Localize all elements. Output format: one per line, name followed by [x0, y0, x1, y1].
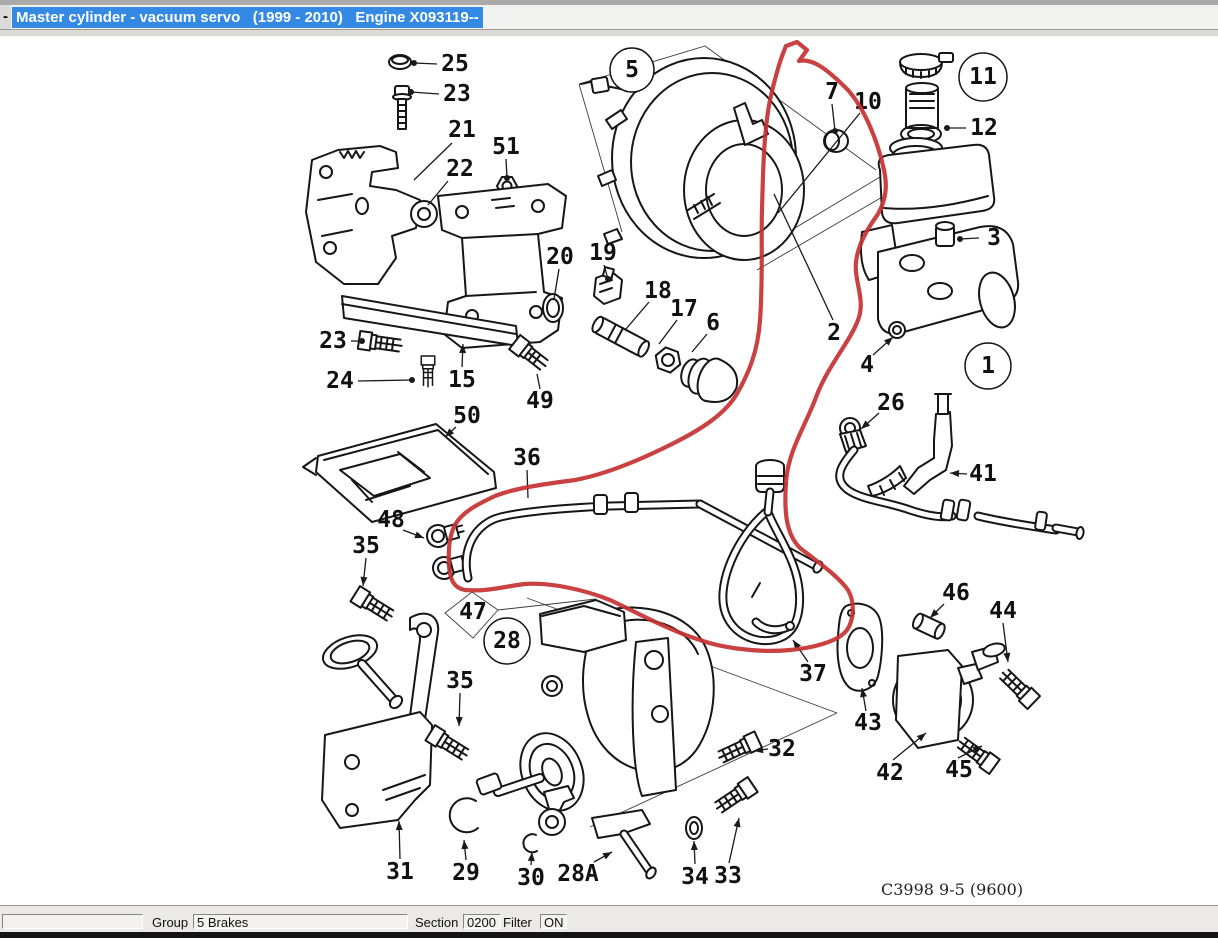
svg-text:43: 43	[854, 710, 882, 736]
bottom-black-bar	[0, 932, 1218, 938]
svg-text:28: 28	[493, 628, 521, 654]
svg-text:28A: 28A	[557, 861, 599, 887]
filter-value-field[interactable]: ON	[540, 914, 567, 930]
svg-text:51: 51	[492, 134, 520, 160]
svg-text:50: 50	[453, 403, 481, 429]
svg-text:26: 26	[877, 390, 905, 416]
svg-text:25: 25	[441, 51, 469, 77]
status-bar: Group 5 Brakes Section 0200 Filter ON	[0, 913, 1218, 932]
bolt-23b-shape	[356, 329, 403, 353]
svg-text:4: 4	[860, 352, 874, 378]
svg-text:24: 24	[326, 368, 354, 394]
section-label: Section	[415, 915, 459, 930]
part-bracket-41	[867, 393, 953, 497]
bolt-33-shape	[714, 776, 759, 814]
bolt-35a-shape	[349, 585, 395, 622]
part-hardware-bag	[302, 423, 497, 523]
svg-text:42: 42	[876, 760, 904, 786]
part-reservoir-and-master-cylinder	[823, 52, 1020, 339]
svg-text:21: 21	[448, 117, 476, 143]
svg-text:36: 36	[513, 445, 541, 471]
svg-text:49: 49	[526, 388, 554, 414]
svg-text:11: 11	[969, 64, 997, 90]
group-label: Group	[152, 915, 189, 930]
svg-text:6: 6	[706, 310, 720, 336]
svg-text:41: 41	[969, 461, 997, 487]
svg-text:23: 23	[443, 81, 471, 107]
svg-text:33: 33	[714, 863, 742, 889]
svg-text:20: 20	[546, 244, 574, 270]
svg-text:34: 34	[681, 864, 709, 890]
svg-text:15: 15	[448, 367, 476, 393]
svg-text:32: 32	[768, 736, 796, 762]
svg-text:2: 2	[827, 320, 841, 346]
svg-text:48: 48	[377, 507, 405, 533]
part-vacuum-pump-42	[892, 612, 1042, 775]
svg-text:44: 44	[989, 598, 1017, 624]
part-gasket-43	[836, 602, 884, 692]
stud-24-shape	[420, 355, 436, 388]
part-bracket-cluster	[305, 54, 739, 404]
svg-text:37: 37	[799, 661, 827, 687]
figure-ref-code: C3998 9-5 (9600)	[881, 880, 1023, 899]
part-brake-pipe-26	[835, 417, 1085, 540]
boot-6-shape	[680, 357, 739, 404]
filter-label: Filter	[503, 915, 532, 930]
part-hose-clamps	[426, 523, 471, 580]
bolt-44-shape	[999, 668, 1042, 711]
part-bracket-31	[321, 585, 764, 854]
svg-text:22: 22	[446, 156, 474, 182]
svg-text:5: 5	[625, 57, 639, 83]
tube-18-shape	[591, 315, 650, 358]
svg-text:46: 46	[942, 580, 970, 606]
title-divider	[0, 30, 1218, 37]
bolt-35b-shape	[424, 724, 470, 761]
svg-text:45: 45	[945, 757, 973, 783]
svg-text:35: 35	[352, 533, 380, 559]
section-value-field[interactable]: 0200	[463, 914, 501, 930]
svg-text:30: 30	[517, 865, 545, 891]
bolt-49-shape	[508, 333, 549, 371]
status-left-field[interactable]	[2, 914, 143, 929]
title-highlight[interactable]: Master cylinder - vacuum servo (1999 - 2…	[12, 6, 483, 28]
bolt-45-shape	[956, 736, 1001, 775]
svg-text:23: 23	[319, 328, 347, 354]
bolt-32-shape	[717, 730, 764, 764]
svg-text:18: 18	[644, 278, 672, 304]
window-top-strip	[0, 0, 1218, 5]
svg-text:19: 19	[589, 240, 617, 266]
svg-text:35: 35	[446, 668, 474, 694]
title-row[interactable]: - Master cylinder - vacuum servo (1999 -…	[0, 5, 1218, 30]
svg-text:1: 1	[981, 353, 995, 379]
svg-text:29: 29	[452, 860, 480, 886]
part-vacuum-hose	[461, 459, 824, 646]
part-pump-28	[475, 599, 715, 880]
svg-text:12: 12	[970, 115, 998, 141]
part-brake-booster	[580, 57, 805, 261]
red-annotation-loop	[446, 39, 888, 653]
group-value-field[interactable]: 5 Brakes	[193, 914, 408, 930]
svg-text:17: 17	[670, 296, 698, 322]
statusbar-divider	[0, 905, 1218, 914]
svg-text:7: 7	[825, 79, 839, 105]
svg-text:47: 47	[459, 599, 487, 625]
svg-text:3: 3	[987, 225, 1001, 251]
nut-17-shape	[654, 346, 682, 374]
svg-text:31: 31	[386, 859, 414, 885]
title-collapse-marker[interactable]: -	[0, 5, 11, 29]
